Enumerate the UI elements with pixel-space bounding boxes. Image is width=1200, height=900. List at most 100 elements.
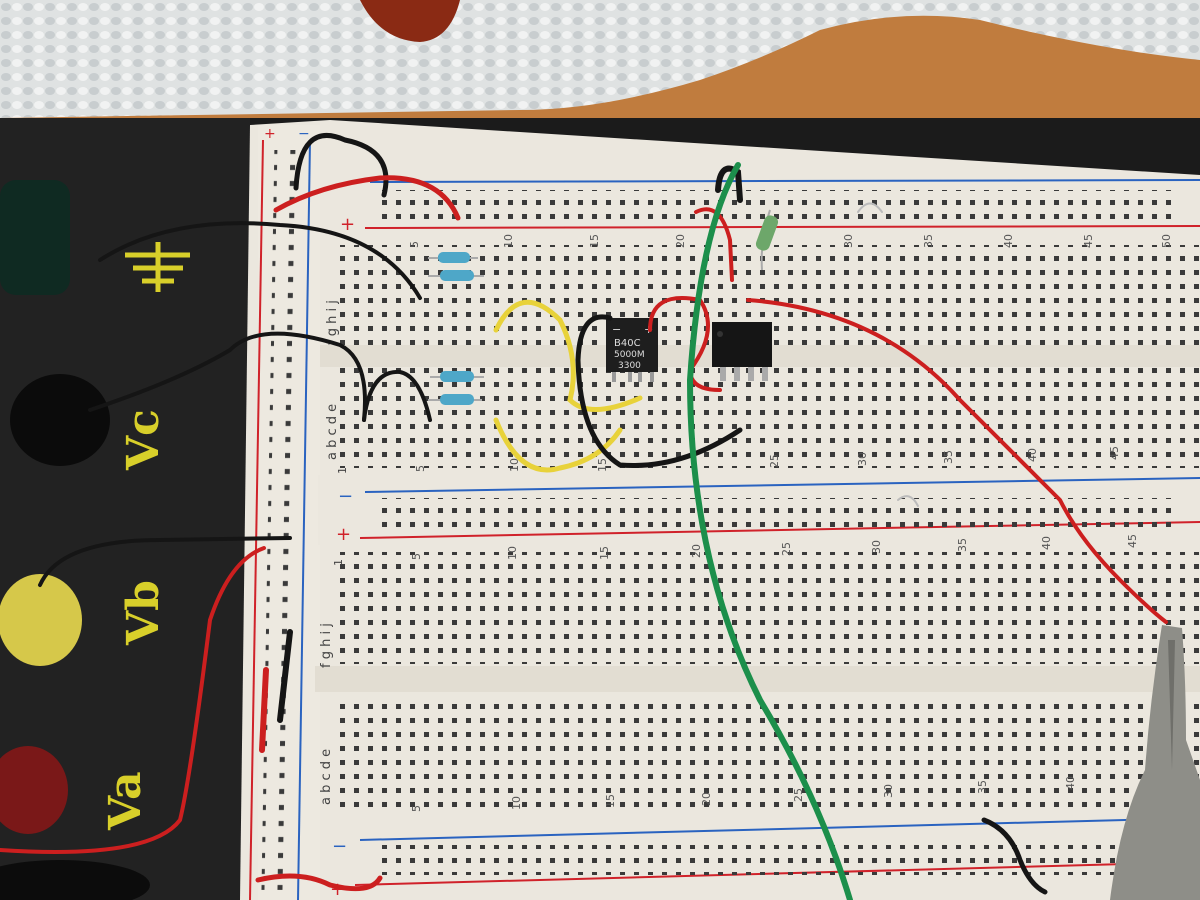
col-num: 10 bbox=[502, 234, 515, 248]
col-num: 5 bbox=[414, 465, 427, 472]
middle-rail-minus: − bbox=[338, 486, 353, 507]
col-num: 45 bbox=[1126, 534, 1139, 548]
va-terminal[interactable] bbox=[0, 746, 68, 834]
resistor bbox=[428, 394, 482, 405]
middle-rail: − + bbox=[318, 475, 1200, 545]
upper-rows-abcde: a b c d e bbox=[325, 404, 340, 460]
col-num: 25 bbox=[768, 454, 781, 468]
resistors bbox=[428, 209, 779, 405]
upper-col-numbers-bottom: 5 10 15 25 30 35 40 45 bbox=[414, 446, 1121, 472]
col-num: 10 bbox=[510, 796, 523, 810]
lower-row-1: 1 bbox=[332, 559, 345, 566]
red-wire bbox=[255, 873, 383, 892]
red-wire bbox=[259, 667, 269, 753]
upper-top-rail: + bbox=[340, 179, 1200, 235]
black-wire bbox=[293, 133, 389, 198]
vc-terminal[interactable] bbox=[10, 374, 110, 466]
red-wire bbox=[273, 175, 461, 221]
black-wire bbox=[38, 536, 292, 587]
bridge-marking-2: 5000M bbox=[614, 350, 645, 360]
cloth-mat bbox=[0, 0, 1200, 118]
col-num: 40 bbox=[1064, 776, 1077, 790]
bottom-rail: − + bbox=[330, 817, 1200, 900]
yellow-wire bbox=[493, 417, 623, 473]
black-wire bbox=[981, 817, 1048, 895]
col-num: 30 bbox=[842, 234, 855, 248]
bottom-rail-minus: − bbox=[332, 836, 347, 857]
lower-rows-fghij: f g h i j bbox=[319, 623, 334, 668]
red-wire bbox=[648, 296, 722, 392]
col-num: 40 bbox=[1002, 234, 1015, 248]
lower-col-numbers-top: 5 10 15 20 25 30 35 40 45 bbox=[410, 534, 1139, 560]
left-rail-plus-label: + bbox=[264, 126, 276, 142]
vb-label: Vb bbox=[118, 580, 169, 646]
col-num: 15 bbox=[598, 546, 611, 560]
bridge-marking-1: B40C bbox=[614, 338, 641, 349]
col-num: 30 bbox=[882, 784, 895, 798]
wires bbox=[0, 133, 1168, 900]
ground-terminal[interactable] bbox=[0, 180, 70, 295]
bridge-minus-mark: − bbox=[612, 323, 621, 336]
lower-rows-abcde: a b c d e bbox=[319, 749, 334, 805]
col-num: 5 bbox=[408, 241, 421, 248]
resistor bbox=[428, 252, 478, 263]
col-num: 20 bbox=[700, 792, 713, 806]
upper-row-1: 1 bbox=[336, 467, 349, 474]
breadboard: + − + f g h i j a b c d e 1 5 10 15 20 3… bbox=[240, 120, 1200, 900]
col-num: 35 bbox=[976, 780, 989, 794]
col-num: 35 bbox=[942, 450, 955, 464]
col-num: 30 bbox=[856, 452, 869, 466]
resistor bbox=[428, 270, 484, 281]
upper-top-rail-plus: + bbox=[340, 214, 355, 235]
black-wire bbox=[277, 629, 293, 723]
wire-link bbox=[857, 202, 883, 213]
red-wire bbox=[746, 298, 1168, 624]
col-num: 15 bbox=[588, 234, 601, 248]
vb-terminal[interactable] bbox=[0, 574, 82, 666]
col-num: 45 bbox=[1082, 234, 1095, 248]
lower-col-numbers-bottom: 5 10 15 20 25 30 35 40 bbox=[410, 776, 1077, 812]
col-num: 25 bbox=[780, 542, 793, 556]
col-num: 10 bbox=[508, 458, 521, 472]
black-wire bbox=[362, 369, 432, 422]
va-label: Va bbox=[100, 771, 151, 831]
wire-link bbox=[897, 495, 919, 507]
clip-object bbox=[360, 0, 460, 42]
left-rail-minus-label: − bbox=[298, 126, 310, 142]
black-wire bbox=[98, 221, 422, 300]
col-num: 35 bbox=[956, 538, 969, 552]
col-num: 35 bbox=[922, 234, 935, 248]
col-num: 30 bbox=[870, 540, 883, 554]
ground-icon bbox=[125, 242, 190, 292]
black-wire bbox=[88, 331, 367, 422]
black-wire bbox=[575, 314, 743, 469]
upper-rows-fghij: f g h i j bbox=[325, 300, 340, 345]
probe-clip[interactable] bbox=[1110, 625, 1200, 900]
col-num: 10 bbox=[506, 546, 519, 560]
left-power-rail: + − bbox=[249, 125, 320, 900]
lower-terminal-strip: f g h i j a b c d e 1 5 10 15 20 25 30 3… bbox=[315, 534, 1200, 812]
col-num: 15 bbox=[596, 458, 609, 472]
yellow-wire bbox=[493, 299, 643, 412]
col-num: 45 bbox=[1108, 446, 1121, 460]
bottom-terminal[interactable] bbox=[0, 860, 150, 900]
middle-rail-plus: + bbox=[336, 524, 351, 545]
upper-col-numbers-top: 5 10 15 20 30 35 40 45 50 bbox=[408, 234, 1173, 248]
col-num: 20 bbox=[674, 234, 687, 248]
col-num: 5 bbox=[410, 805, 423, 812]
power-supply-panel: Vc Vb Va bbox=[0, 118, 250, 900]
col-num: 40 bbox=[1026, 448, 1039, 462]
col-num: 50 bbox=[1160, 234, 1173, 248]
green-wire bbox=[686, 162, 853, 900]
col-num: 20 bbox=[690, 544, 703, 558]
col-num: 15 bbox=[604, 794, 617, 808]
resistor bbox=[755, 209, 779, 271]
black-wire bbox=[715, 165, 743, 203]
ic-chip bbox=[712, 322, 772, 381]
red-wire bbox=[0, 546, 266, 854]
vc-label: Vc bbox=[118, 409, 169, 471]
resistor bbox=[430, 371, 484, 382]
col-num: 5 bbox=[410, 553, 423, 560]
col-num: 25 bbox=[792, 788, 805, 802]
